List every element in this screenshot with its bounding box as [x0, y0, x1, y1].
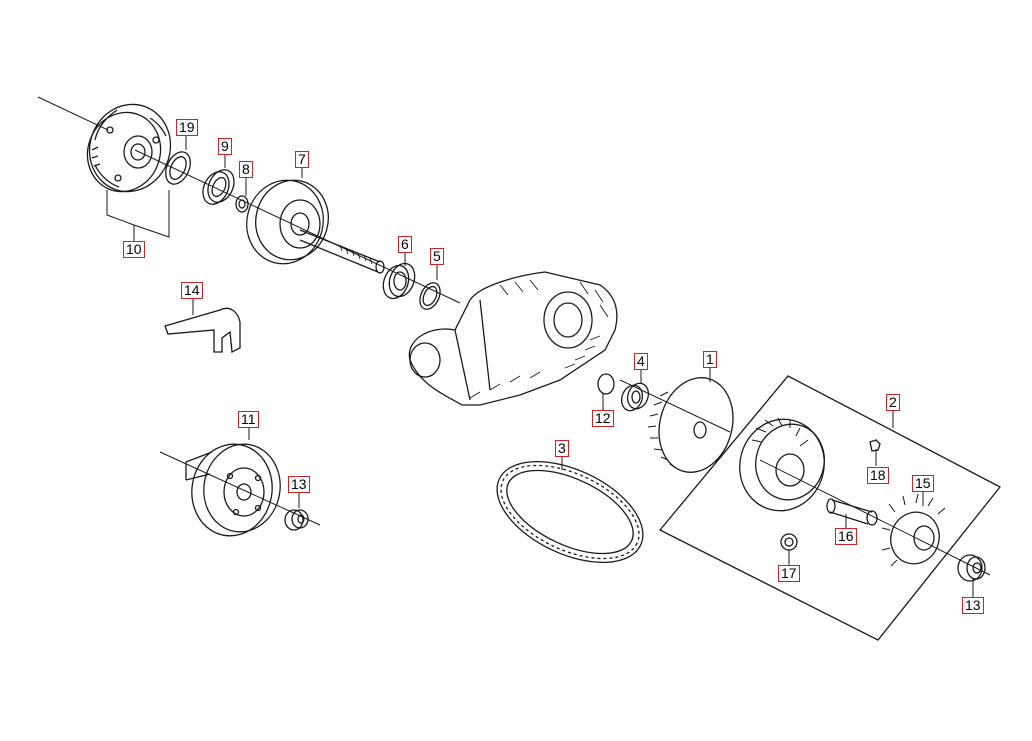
axis-lines	[38, 97, 990, 575]
callout-part-19[interactable]: 19	[176, 119, 198, 136]
slider-clip	[870, 440, 880, 451]
callout-part-8[interactable]: 8	[239, 161, 253, 178]
variator-nut	[958, 555, 985, 581]
callout-part-14[interactable]: 14	[181, 282, 203, 299]
callout-part-2[interactable]: 2	[886, 394, 900, 411]
drive-belt	[482, 441, 659, 583]
callout-part-12[interactable]: 12	[592, 410, 614, 427]
shift-fork	[165, 308, 240, 352]
pulley-nut	[285, 510, 308, 530]
crankcase-cover	[409, 272, 617, 405]
seal-ring	[416, 280, 444, 313]
callout-part-15[interactable]: 15	[912, 475, 934, 492]
callout-part-6[interactable]: 6	[398, 236, 412, 253]
callout-part-11[interactable]: 11	[238, 411, 259, 428]
drive-plate-assembly	[76, 93, 182, 203]
callout-part-3[interactable]: 3	[555, 440, 569, 457]
sleeve-body	[830, 500, 872, 524]
callout-part-10[interactable]: 10	[123, 241, 145, 258]
callout-part-17[interactable]: 17	[778, 565, 800, 582]
variator-assembly	[660, 376, 1000, 640]
bearing	[198, 166, 239, 209]
fixed-sheave	[648, 369, 743, 480]
thin-washer	[161, 148, 195, 188]
callout-part-1[interactable]: 1	[703, 351, 717, 368]
leader-lines	[107, 135, 973, 597]
callout-part-16[interactable]: 16	[835, 528, 857, 545]
callout-part-18[interactable]: 18	[867, 467, 889, 484]
main-bearing	[379, 260, 419, 302]
callout-part-7[interactable]: 7	[295, 151, 309, 168]
small-nut	[236, 196, 248, 212]
callout-part-13-right[interactable]: 13	[962, 597, 984, 614]
clutch-drum	[237, 172, 384, 273]
callout-part-9[interactable]: 9	[218, 138, 232, 155]
callout-part-5[interactable]: 5	[430, 248, 444, 265]
callout-part-4[interactable]: 4	[634, 353, 648, 370]
callout-part-13-left[interactable]: 13	[288, 476, 310, 493]
driven-pulley	[185, 438, 287, 542]
o-ring	[598, 374, 614, 394]
fixed-sheave-bearing	[618, 380, 652, 413]
